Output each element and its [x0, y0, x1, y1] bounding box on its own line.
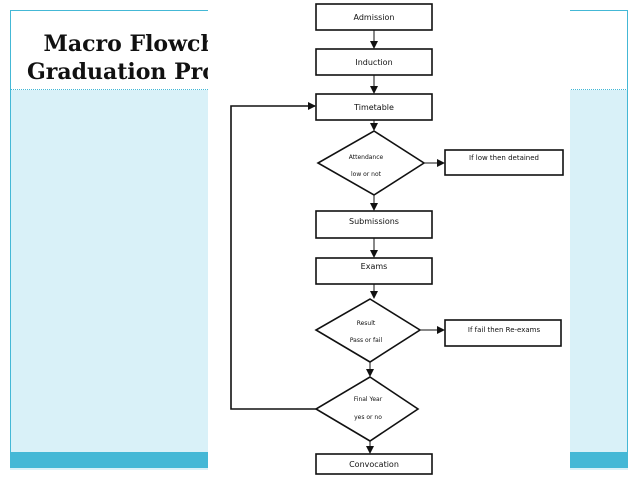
decision-result-line2: Pass or fail — [350, 337, 383, 344]
flowchart-panel: Admission Induction Timetable Attendance… — [208, 0, 570, 479]
node-exams-label: Exams — [361, 262, 388, 271]
decision-attendance-line2: low or not — [351, 171, 382, 178]
node-admission — [315, 3, 433, 31]
decision-final-year-line2: yes or no — [354, 414, 382, 421]
flowchart: Admission Induction Timetable Attendance… — [230, 3, 564, 475]
node-submissions-label: Submissions — [349, 217, 399, 226]
node-detained-label: If low then detained — [469, 154, 539, 162]
node-timetable-label: Timetable — [353, 103, 394, 112]
decision-result-line1: Result — [357, 320, 376, 327]
decision-final-year-line1: Final Year — [354, 396, 383, 403]
edge-final-year-loop-timetable — [230, 102, 316, 410]
node-reexams — [444, 319, 562, 347]
node-reexams-label: If fail then Re-exams — [468, 326, 541, 334]
node-detained — [444, 149, 564, 176]
decision-result — [314, 298, 422, 363]
node-induction — [315, 48, 433, 76]
node-admission-label: Admission — [354, 13, 395, 22]
decision-attendance-line1: Attendance — [349, 154, 384, 161]
decision-final-year — [314, 376, 420, 442]
decision-attendance — [316, 130, 426, 196]
node-convocation-label: Convocation — [349, 460, 399, 469]
node-induction-label: Induction — [355, 58, 392, 67]
node-exams — [315, 257, 433, 285]
frame-line-left — [10, 10, 11, 468]
node-convocation — [315, 453, 433, 475]
frame-line-right — [627, 10, 628, 468]
